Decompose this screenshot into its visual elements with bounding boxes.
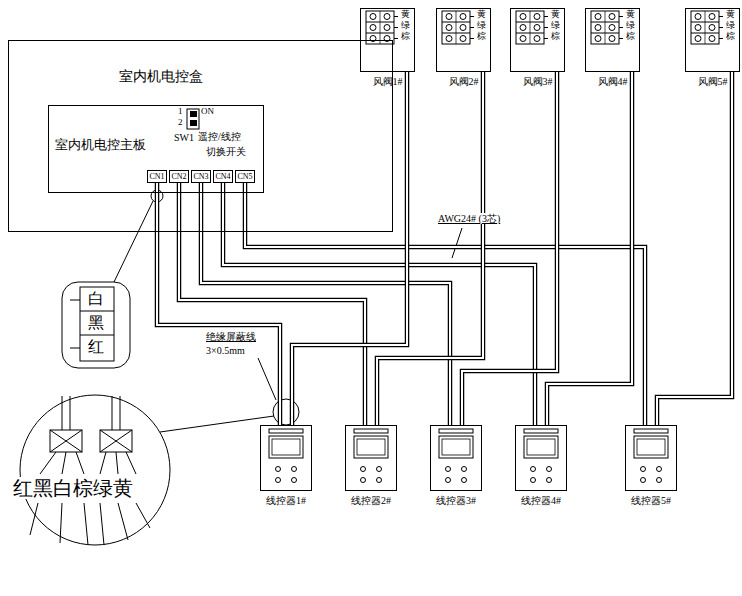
callout-detail-controller [20, 358, 299, 545]
cable [201, 183, 450, 425]
node-title: 线控器5# [631, 495, 671, 506]
connector-label: CN4 [214, 171, 232, 182]
wire-controller: 线控器5# [625, 425, 677, 491]
node-title: 风阀3# [523, 76, 553, 87]
wire-color: 棕 [551, 32, 560, 42]
node-title: 线控器2# [351, 495, 391, 506]
connector-label: CN1 [148, 171, 166, 182]
cable-outline [179, 183, 365, 425]
cable-core [157, 183, 280, 425]
node-title: 风阀1# [373, 76, 403, 87]
wire-color: 棕 [401, 32, 410, 42]
cable [157, 183, 280, 425]
wire-color: 黄 [477, 10, 486, 20]
cable-outline [462, 72, 557, 425]
node-title: 线控器4# [521, 495, 561, 506]
annotation: AWG24# (3芯) [437, 213, 501, 224]
wire-color: 黄 [401, 10, 410, 20]
connector: CN5 [235, 170, 255, 183]
cable-outline [245, 183, 645, 425]
connector-label: CN5 [236, 171, 254, 182]
annotation: 遥控/线控 [198, 131, 241, 142]
cable-core [245, 183, 645, 425]
cable [245, 183, 645, 425]
leader-line [452, 228, 462, 258]
wire-color: 绿 [726, 21, 735, 31]
wire-color: 棕 [626, 32, 635, 42]
node-title: 线控器1# [266, 495, 306, 506]
cable-outline [657, 72, 732, 425]
cable-outline [157, 183, 280, 425]
node-title: 室内机电控主板 [55, 138, 146, 152]
annotation: ON [201, 107, 214, 117]
wire-color: 黄 [626, 10, 635, 20]
wire-color: 黄 [551, 10, 560, 20]
wire-color: 黄 [726, 10, 735, 20]
annotation: 3×0.5mm [205, 345, 246, 356]
cable-core [201, 183, 450, 425]
wire-color: 绿 [551, 21, 560, 31]
air-valve: 风阀3# [510, 8, 565, 72]
annotation: SW1 [174, 132, 194, 143]
cable-core [292, 72, 407, 425]
air-valve: 风阀5# [685, 8, 740, 72]
air-valve: 风阀2# [436, 8, 491, 72]
node-title: 室内机电控盒 [119, 69, 203, 84]
annotation: 2 [178, 118, 183, 128]
connector: CN3 [191, 170, 211, 183]
wire-color: 棕 [477, 32, 486, 42]
valve-terminals [366, 11, 723, 44]
connector-label: CN2 [170, 171, 188, 182]
cable [657, 72, 732, 425]
connector-label: CN3 [192, 171, 210, 182]
wire-color-callout: 黑 [88, 314, 104, 332]
connector: CN4 [213, 170, 233, 183]
annotation: 切换开关 [206, 146, 246, 157]
wire-color: 绿 [401, 21, 410, 31]
node-title: 风阀5# [698, 76, 728, 87]
wire-color-callout: 红 [88, 338, 104, 356]
cable-outline [547, 72, 632, 425]
node-title: 风阀2# [449, 76, 479, 87]
dip-switch [187, 109, 199, 129]
node-title: 线控器3# [436, 495, 476, 506]
controller-faces [269, 429, 668, 483]
annotation: 绝缘屏蔽线 [205, 331, 257, 342]
cable-core [179, 183, 365, 425]
cable-core [657, 72, 732, 425]
air-valve: 风阀1# [360, 8, 415, 72]
cable [547, 72, 632, 425]
wire-controller: 线控器3# [430, 425, 482, 491]
wire-controller: 线控器4# [515, 425, 567, 491]
wire-controller: 线控器2# [345, 425, 397, 491]
main-board: CN1 CN2 CN3 CN4 CN5 室内机电控主板 [48, 105, 264, 193]
wire-color: 棕 [726, 32, 735, 42]
cable-outline [292, 72, 407, 425]
wire-color: 绿 [477, 21, 486, 31]
connector: CN1 [147, 170, 167, 183]
control-box: CN1 CN2 CN3 CN4 CN5 室内机电控主板 室内机电控盒 [8, 40, 393, 232]
cable-outline [201, 183, 450, 425]
cable-core [462, 72, 557, 425]
connector: CN2 [169, 170, 189, 183]
callout-detail-cn1 [62, 190, 163, 368]
wire-color-callout: 红黑白棕绿黄 [12, 477, 134, 499]
annotation: 1 [178, 107, 183, 117]
cable [292, 72, 407, 425]
wire-controller: 线控器1# [260, 425, 312, 491]
wire-color: 绿 [626, 21, 635, 31]
wire-color-callout: 白 [88, 290, 104, 308]
cable [462, 72, 557, 425]
cable [179, 183, 365, 425]
cable-core [547, 72, 632, 425]
node-title: 风阀4# [598, 76, 628, 87]
air-valve: 风阀4# [585, 8, 640, 72]
